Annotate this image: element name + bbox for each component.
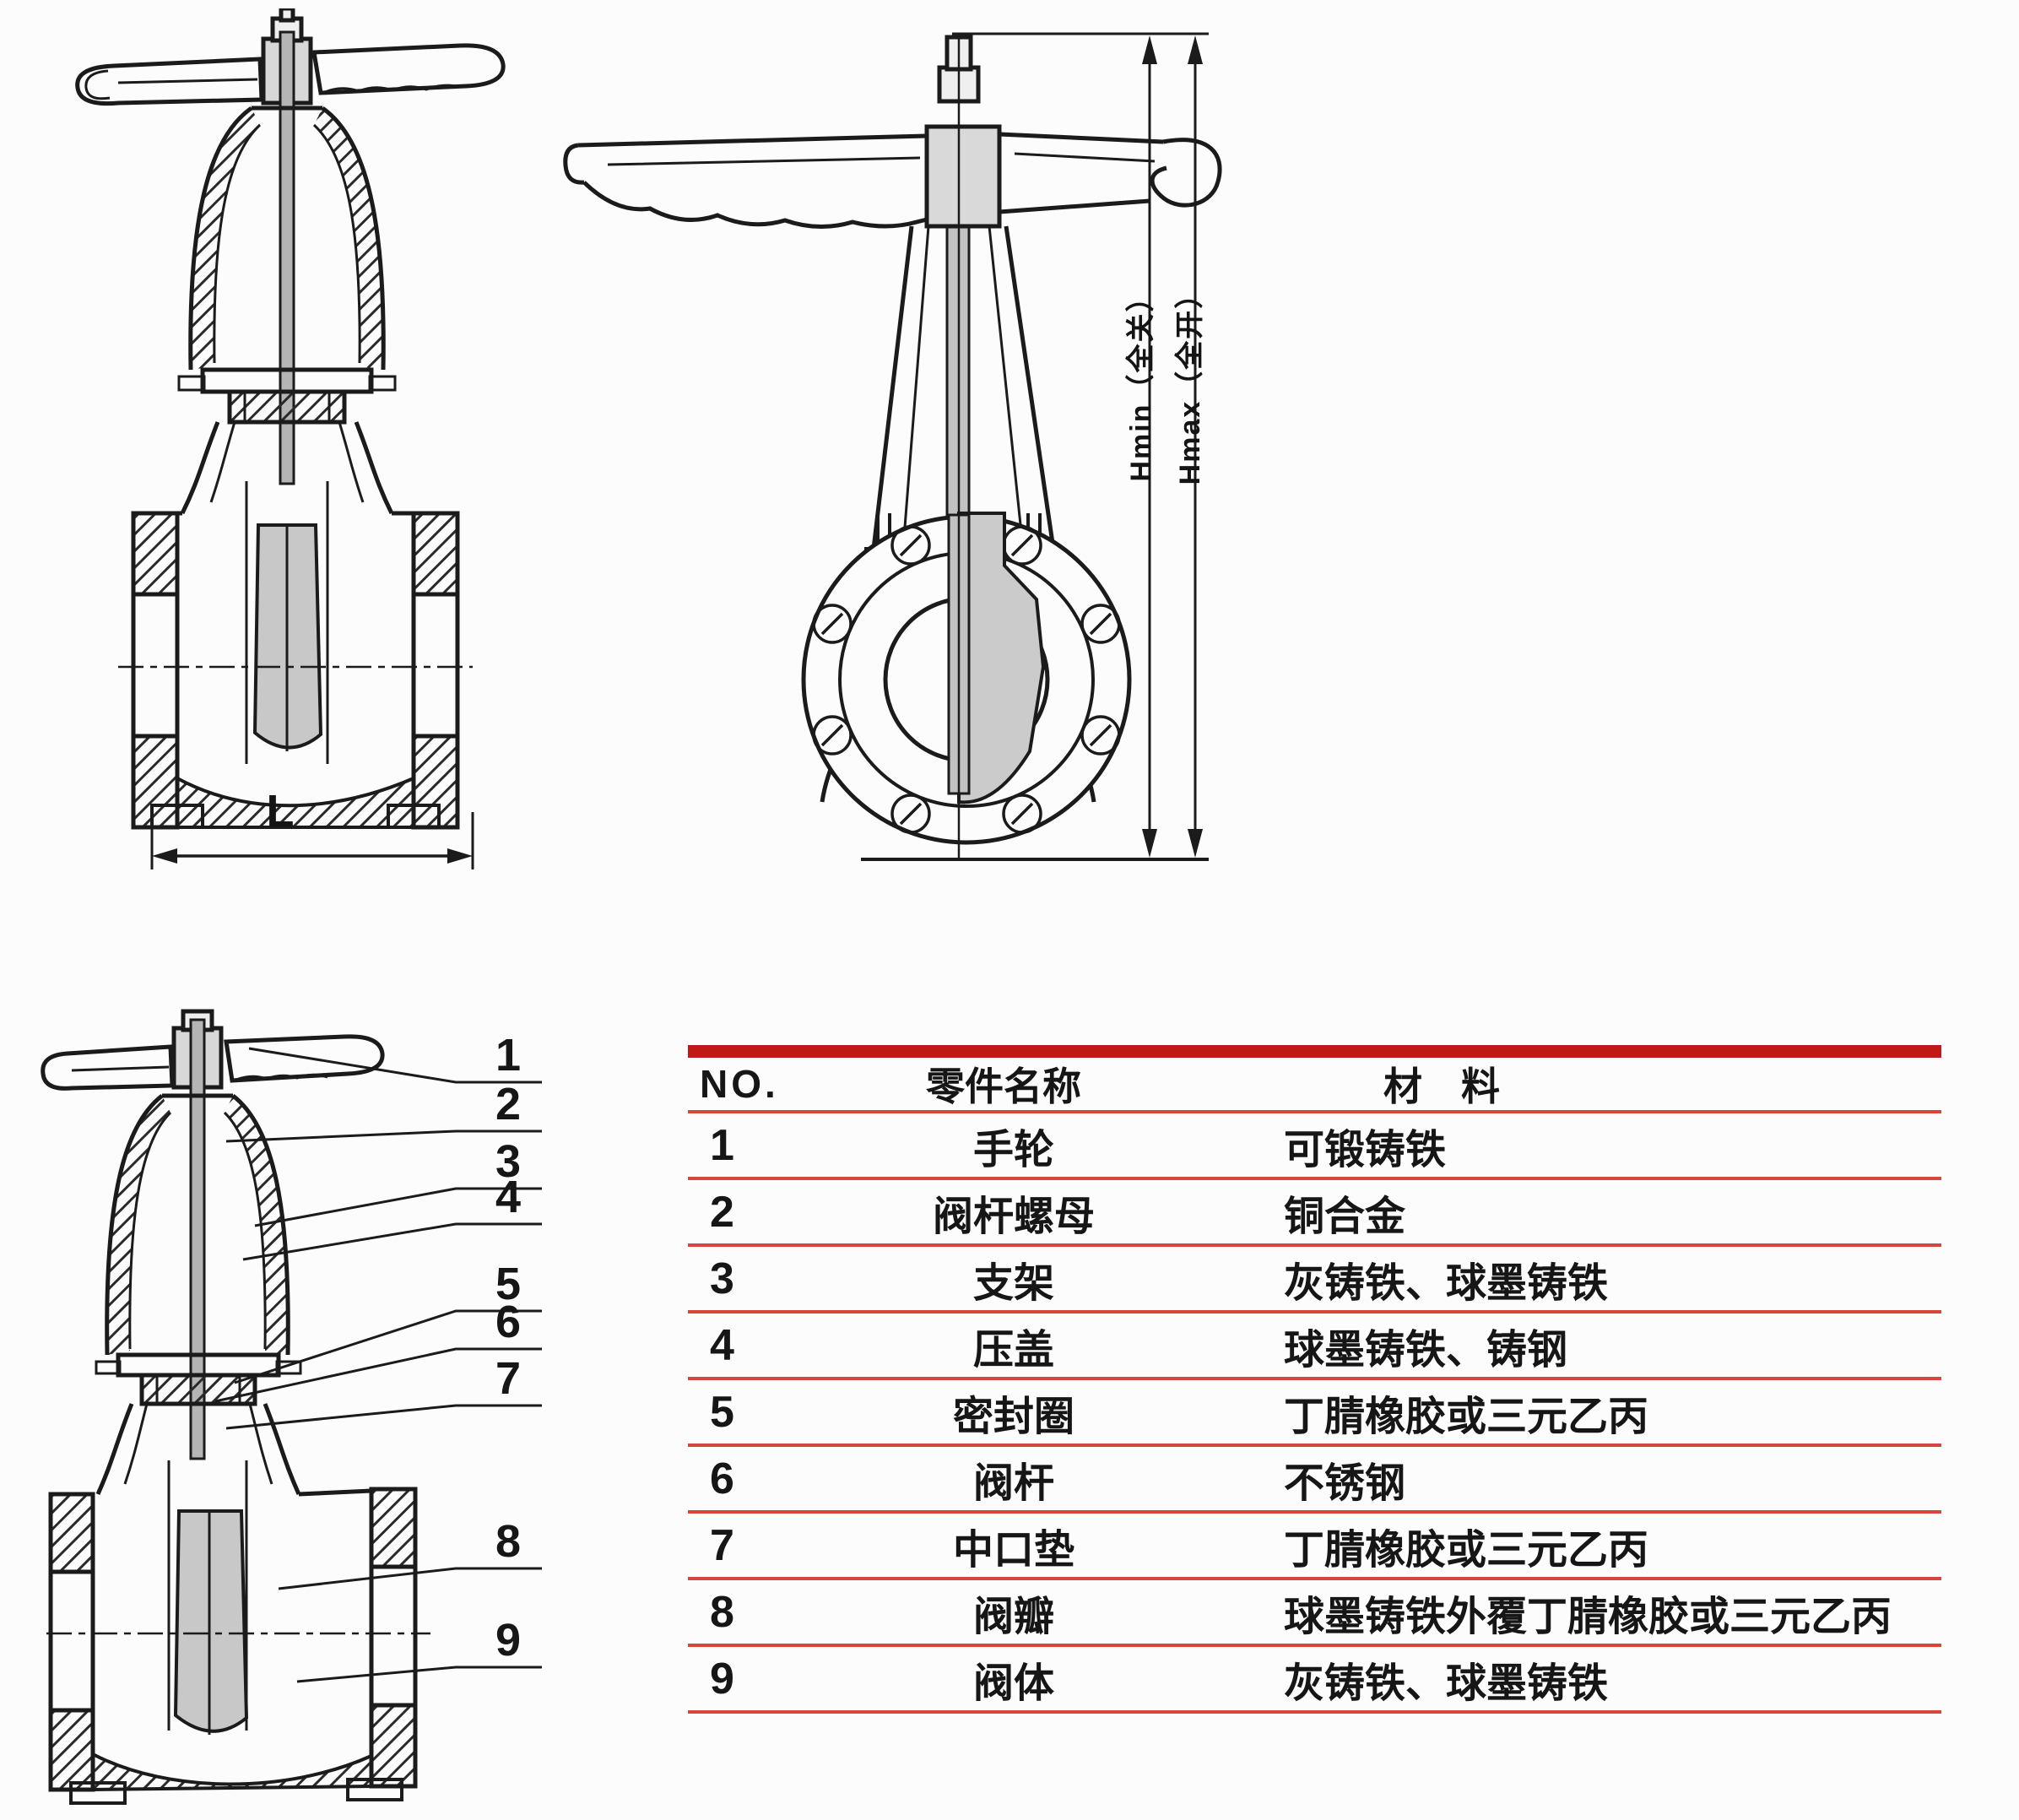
part-callout-2: 2 <box>495 1079 522 1129</box>
part-material: 铜合金 <box>1284 1194 1406 1239</box>
leader-lines <box>214 1047 542 1683</box>
table-header-row: NO. 零件名称 材 料 <box>688 1058 1941 1113</box>
header-material: 材 料 <box>1383 1064 1500 1108</box>
part-material: 可锻铸铁 <box>1284 1127 1447 1173</box>
part-number: 4 <box>710 1320 734 1370</box>
part-name: 阀瓣 <box>972 1594 1054 1639</box>
part-material: 丁腈橡胶或三元乙丙 <box>1284 1394 1649 1439</box>
table-row: 4 压盖 球墨铸铁、铸钢 <box>688 1314 1941 1380</box>
table-row: 3 支架 灰铸铁、球墨铸铁 <box>688 1247 1941 1314</box>
part-callout-8: 8 <box>495 1516 522 1567</box>
bolt-holes <box>812 525 1121 834</box>
handwheel <box>563 35 1222 229</box>
part-material: 丁腈橡胶或三元乙丙 <box>1284 1527 1649 1573</box>
bonnet-neck <box>95 1403 301 1496</box>
part-name: 压盖 <box>972 1327 1054 1373</box>
part-name: 密封圈 <box>952 1394 1074 1439</box>
figure-side-section <box>75 8 506 869</box>
yoke <box>871 225 1056 550</box>
header-name: 零件名称 <box>926 1064 1081 1108</box>
table-row: 6 阀杆 不锈钢 <box>688 1447 1941 1514</box>
part-number: 7 <box>710 1520 734 1570</box>
part-callout-4: 4 <box>495 1172 522 1222</box>
part-material: 球墨铸铁、铸钢 <box>1284 1327 1568 1373</box>
part-name: 阀体 <box>972 1660 1054 1706</box>
part-material: 灰铸铁、球墨铸铁 <box>1284 1260 1609 1306</box>
handwheel <box>41 1009 385 1091</box>
table-row: 1 手轮 可锻铸铁 <box>688 1113 1941 1180</box>
valve-body <box>48 1460 418 1805</box>
part-callout-1: 1 <box>495 1030 522 1081</box>
part-material: 不锈钢 <box>1284 1460 1406 1506</box>
hmin-dimension-label: Hmin（全关） <box>1125 281 1157 482</box>
part-name: 中口垫 <box>952 1527 1074 1573</box>
part-callout-5: 5 <box>495 1259 522 1309</box>
hmax-dimension-label: Hmax（全开） <box>1174 278 1206 485</box>
parts-table: NO. 零件名称 材 料 1 手轮 可锻铸铁 2 阀杆螺母 铜合金 3 支架 灰… <box>688 1045 1941 1714</box>
part-name: 阀杆 <box>972 1460 1054 1506</box>
part-number: 3 <box>710 1254 734 1303</box>
table-row: 5 密封圈 丁腈橡胶或三元乙丙 <box>688 1380 1941 1447</box>
header-no: NO. <box>700 1062 779 1106</box>
length-dimension-label: L <box>266 786 295 837</box>
figure-numbered-section <box>41 1009 542 1805</box>
part-name: 阀杆螺母 <box>932 1194 1095 1239</box>
part-name: 手轮 <box>972 1127 1054 1173</box>
table-row: 7 中口垫 丁腈橡胶或三元乙丙 <box>688 1514 1941 1580</box>
part-callout-7: 7 <box>495 1353 522 1404</box>
dimension-arrow <box>150 812 474 869</box>
part-material: 球墨铸铁外覆丁腈橡胶或三元乙丙 <box>1284 1594 1892 1639</box>
table-row: 9 阀体 灰铸铁、球墨铸铁 <box>688 1647 1941 1714</box>
part-number: 9 <box>710 1654 734 1704</box>
dimension-arrow <box>1142 35 1203 858</box>
valve-body <box>131 481 460 830</box>
bonnet-neck <box>180 421 394 515</box>
part-callout-9: 9 <box>495 1615 522 1666</box>
part-number: 5 <box>710 1387 734 1437</box>
part-callout-3: 3 <box>495 1136 522 1187</box>
part-number: 1 <box>710 1120 734 1170</box>
section-shading <box>957 512 1046 804</box>
part-name: 支架 <box>972 1260 1054 1306</box>
yoke <box>105 1093 290 1356</box>
table-row: 8 阀瓣 球墨铸铁外覆丁腈橡胶或三元乙丙 <box>688 1580 1941 1647</box>
stem <box>189 1018 206 1460</box>
part-number: 2 <box>710 1187 734 1237</box>
figure-front-view <box>563 32 1222 861</box>
yoke <box>188 106 386 371</box>
table-header-bar <box>688 1045 1941 1058</box>
gland-packing <box>177 367 397 425</box>
part-material: 灰铸铁、球墨铸铁 <box>1284 1660 1609 1706</box>
table-row: 2 阀杆螺母 铜合金 <box>688 1180 1941 1247</box>
part-callout-6: 6 <box>495 1297 522 1347</box>
part-number: 6 <box>710 1454 734 1503</box>
part-number: 8 <box>710 1587 734 1637</box>
gland-packing <box>95 1352 302 1406</box>
